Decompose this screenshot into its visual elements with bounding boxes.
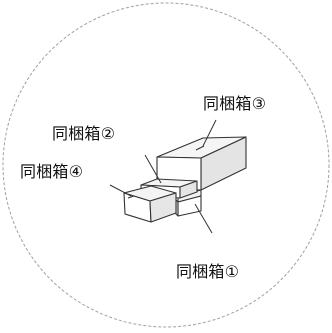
leader-line-box-2 [144, 154, 162, 184]
leader-line-box-1 [194, 203, 213, 234]
label-box-4: 同梱箱④ [20, 162, 84, 181]
label-box-3: 同梱箱③ [203, 94, 267, 113]
leader-line-box-3 [202, 119, 217, 147]
leader-line-box-4 [109, 184, 132, 197]
box-4-side-face [149, 192, 177, 223]
box-4-shape [123, 185, 177, 223]
dashed-circle-frame [2, 2, 330, 328]
box-2-side-face [179, 180, 198, 199]
label-box-2: 同梱箱② [52, 124, 116, 143]
label-box-1: 同梱箱① [176, 262, 240, 281]
